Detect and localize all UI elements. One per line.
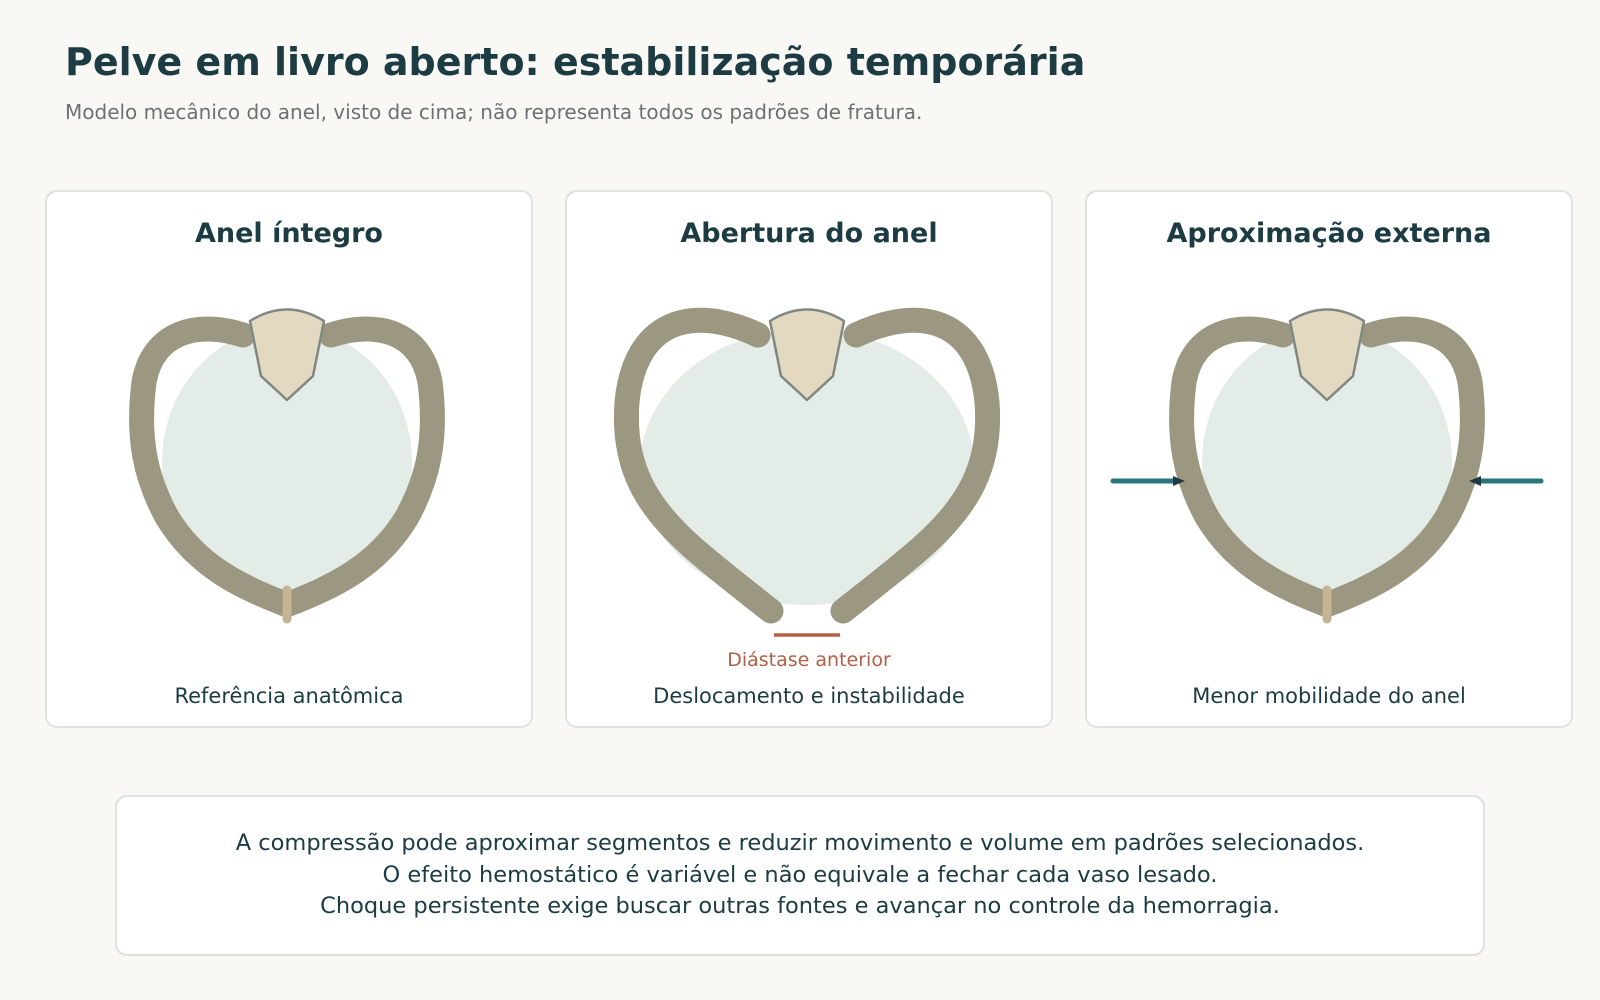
panel-title: Abertura do anel <box>680 218 938 249</box>
sacrum <box>768 308 846 402</box>
page-title: Pelve em livro aberto: estabilização tem… <box>65 40 1086 84</box>
right-hemipelvis <box>276 316 445 617</box>
intact-pelvis-diagram <box>129 308 445 624</box>
panel-caption: Deslocamento e instabilidade <box>653 684 965 708</box>
compressed-pelvis-diagram <box>1110 308 1544 624</box>
sacrum <box>1288 308 1366 402</box>
diastasis-label: Diástase anterior <box>727 649 891 671</box>
right-hemipelvis <box>830 307 1001 624</box>
left-hemipelvis <box>129 316 298 617</box>
right-compression-arrow <box>1469 476 1544 486</box>
panel-title: Aproximação externa <box>1166 218 1492 249</box>
panel-external-compression: Aproximação externa Menor mobilidade do … <box>1085 190 1573 728</box>
panel-intact-ring: Anel íntegro Referência anatômica <box>45 190 533 728</box>
panel-title: Anel íntegro <box>195 218 383 249</box>
left-hemipelvis <box>613 307 784 624</box>
note-box: A compressão pode aproximar segmentos e … <box>115 795 1485 956</box>
pelvic-cavity <box>1202 327 1452 597</box>
open-book-pelvis-diagram <box>613 307 1001 637</box>
left-compression-arrow <box>1110 476 1185 486</box>
panel-open-ring: Abertura do anel Diástase anterior Deslo… <box>565 190 1053 728</box>
page-subtitle: Modelo mecânico do anel, visto de cima; … <box>65 100 923 124</box>
sacrum <box>248 308 326 402</box>
right-hemipelvis <box>1316 316 1485 617</box>
panel-caption: Menor mobilidade do anel <box>1192 684 1466 708</box>
panel-caption: Referência anatômica <box>174 684 404 708</box>
note-line: Choque persistente exige buscar outras f… <box>320 893 1280 920</box>
note-line: O efeito hemostático é variável e não eq… <box>382 861 1218 888</box>
pelvic-cavity <box>640 329 974 605</box>
pelvic-cavity <box>162 327 412 597</box>
left-hemipelvis <box>1169 316 1338 617</box>
note-line: A compressão pode aproximar segmentos e … <box>235 830 1365 857</box>
